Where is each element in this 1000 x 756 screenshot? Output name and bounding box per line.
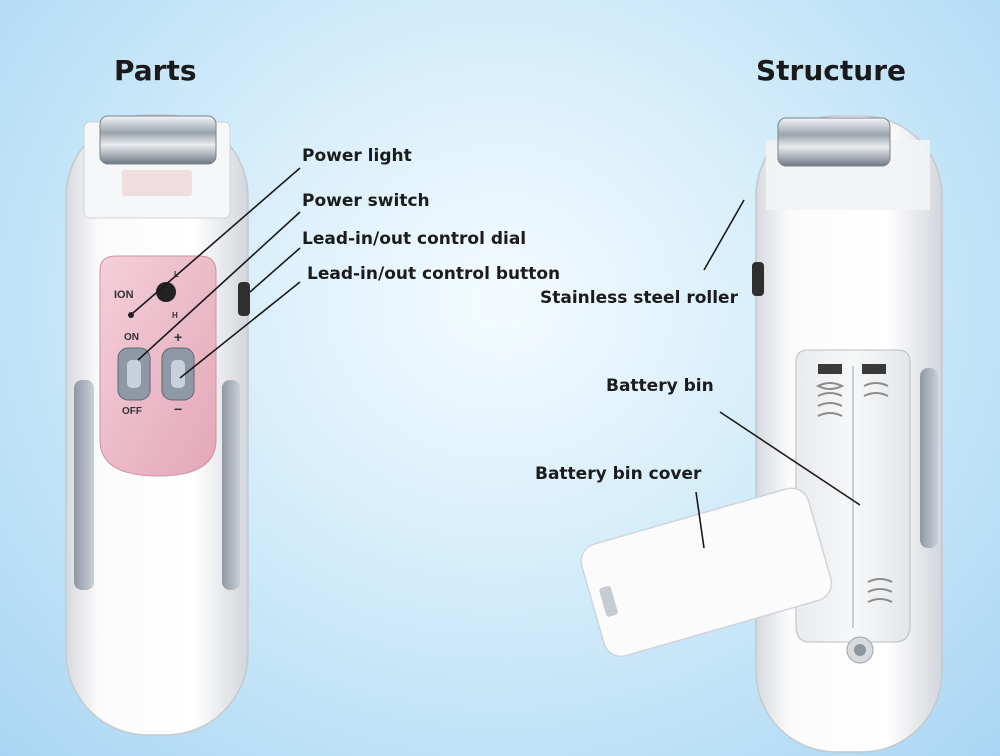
- power-switch-slider-icon: [127, 360, 141, 388]
- battery-spring-icon: [863, 382, 889, 397]
- leader-power-switch: [137, 211, 301, 361]
- battery-bin-cover: [580, 487, 833, 658]
- parts-control-panel: [99, 255, 217, 477]
- parts-heading: Parts: [114, 54, 197, 87]
- leader-battery-bin-cover: [695, 491, 705, 549]
- leader-control-dial: [249, 247, 301, 293]
- structure-control-dial: [752, 262, 764, 296]
- structure-steel-roller: [777, 117, 891, 167]
- parts-device: ION L H ON OFF + −: [65, 114, 250, 736]
- battery-spring-icon: [867, 578, 893, 603]
- leader-lines: [132, 167, 861, 549]
- control-button-rocker-icon: [171, 360, 185, 388]
- leader-control-button: [179, 281, 301, 379]
- structure-heading: Structure: [756, 54, 907, 87]
- parts-head-window: [122, 170, 192, 196]
- label-steel-roller: Stainless steel roller: [540, 288, 738, 308]
- leader-power-light: [132, 167, 301, 314]
- battery-spring-icon: [815, 382, 845, 417]
- leader-battery-bin: [719, 411, 861, 506]
- off-mark: OFF: [122, 406, 142, 417]
- battery-contact-icon: [818, 364, 842, 374]
- minus-mark: −: [174, 401, 182, 417]
- structure-device: [752, 115, 943, 753]
- label-control-button: Lead-in/out control button: [307, 264, 561, 284]
- battery-contact-icon: [862, 364, 886, 374]
- leader-steel-roller: [703, 199, 745, 271]
- label-power-switch: Power switch: [302, 191, 430, 211]
- label-battery-bin: Battery bin: [606, 376, 714, 396]
- dial-indicator-icon: [156, 282, 176, 302]
- on-mark: ON: [124, 332, 139, 343]
- battery-bin-cover-plate: [580, 487, 833, 658]
- power-light-icon: [128, 312, 134, 318]
- cover-latch-icon: [599, 585, 618, 617]
- parts-side-strip-left: [74, 380, 94, 590]
- label-battery-bin-cover: Battery bin cover: [535, 464, 702, 484]
- plus-mark: +: [174, 329, 182, 345]
- screw-head-icon: [854, 644, 866, 656]
- parts-steel-roller: [99, 115, 217, 165]
- parts-side-strip-right: [222, 380, 240, 590]
- dial-h-mark: H: [172, 311, 178, 320]
- parts-control-dial: [238, 282, 250, 316]
- structure-side-strip: [920, 368, 938, 548]
- label-control-dial: Lead-in/out control dial: [302, 229, 527, 249]
- label-power-light: Power light: [302, 146, 412, 166]
- ion-mark: ION: [114, 289, 134, 301]
